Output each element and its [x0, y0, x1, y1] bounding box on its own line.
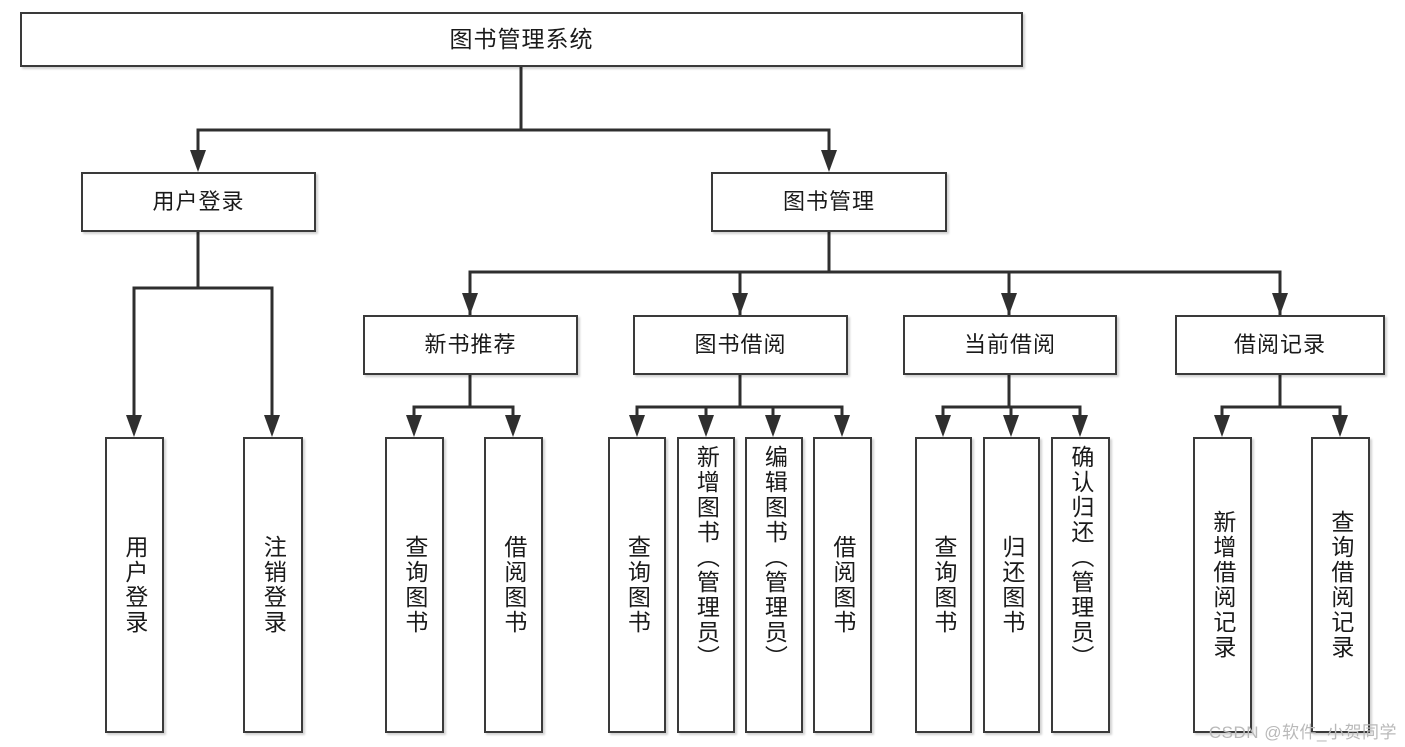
node-current-borrow[interactable]: 当前借阅	[903, 315, 1117, 375]
node-user-login[interactable]: 用户登录	[81, 172, 316, 232]
wire-bb-to-leaf3	[740, 405, 775, 420]
wire-root-to-book-manage	[521, 128, 831, 155]
arrowhead-leaf-add-record	[1214, 415, 1230, 437]
node-leaf-edit-book[interactable]: 编辑图书（管理员）	[745, 437, 803, 733]
wire-nbr-to-leaf1	[412, 375, 472, 420]
arrowhead-leaf-query-book-3	[935, 415, 951, 437]
wire-bb-to-leaf1	[635, 375, 742, 420]
node-leaf-logout[interactable]: 注销登录	[243, 437, 303, 733]
node-new-book-rec[interactable]: 新书推荐	[363, 315, 578, 375]
arrowhead-leaf-logout	[264, 415, 280, 437]
wire-cb-to-leaf1	[941, 375, 1011, 420]
node-leaf-add-book[interactable]: 新增图书（管理员）	[677, 437, 735, 733]
arrowhead-leaf-add-book	[698, 415, 714, 437]
wire-nbr-to-leaf2	[470, 405, 515, 420]
node-root[interactable]: 图书管理系统	[20, 12, 1023, 67]
wire-cb-to-leaf2	[1009, 405, 1013, 420]
arrowhead-borrow-record	[1272, 293, 1288, 315]
wire-root-to-user-login	[196, 67, 523, 155]
arrowhead-leaf-query-book-1	[406, 415, 422, 437]
wire-user-login-to-leaf1	[132, 232, 200, 420]
node-leaf-query-book-1[interactable]: 查询图书	[385, 437, 444, 733]
arrowhead-user-login	[190, 150, 206, 172]
node-leaf-borrow-book-1[interactable]: 借阅图书	[484, 437, 543, 733]
node-leaf-user-login[interactable]: 用户登录	[105, 437, 164, 733]
arrowhead-new-book-rec	[462, 293, 478, 315]
wire-bb-to-leaf4	[740, 405, 844, 420]
wire-cb-to-leaf3	[1009, 405, 1082, 420]
node-leaf-add-record[interactable]: 新增借阅记录	[1193, 437, 1252, 733]
node-leaf-query-record[interactable]: 查询借阅记录	[1311, 437, 1370, 733]
node-leaf-query-book-2[interactable]: 查询图书	[608, 437, 666, 733]
arrowhead-leaf-borrow-book-1	[505, 415, 521, 437]
node-borrow-record[interactable]: 借阅记录	[1175, 315, 1385, 375]
node-leaf-return-book[interactable]: 归还图书	[983, 437, 1040, 733]
arrowhead-leaf-query-book-2	[629, 415, 645, 437]
arrowhead-book-manage	[821, 150, 837, 172]
arrowhead-current-borrow	[1001, 293, 1017, 315]
node-book-borrow[interactable]: 图书借阅	[633, 315, 848, 375]
arrowhead-leaf-confirm-return	[1072, 415, 1088, 437]
wire-bb-to-leaf2	[704, 405, 740, 420]
watermark-text: CSDN @软件_小贺同学	[1208, 723, 1397, 742]
wire-br-to-leaf1	[1220, 375, 1282, 420]
node-book-manage[interactable]: 图书管理	[711, 172, 947, 232]
wire-user-login-to-leaf2	[198, 286, 274, 420]
arrowhead-leaf-return-book	[1003, 415, 1019, 437]
arrowhead-leaf-borrow-book-2	[834, 415, 850, 437]
wire-br-to-leaf2	[1280, 405, 1342, 420]
arrowhead-book-borrow	[732, 293, 748, 315]
arrowhead-leaf-edit-book	[765, 415, 781, 437]
node-leaf-query-book-3[interactable]: 查询图书	[915, 437, 972, 733]
arrowhead-leaf-user-login	[126, 415, 142, 437]
arrowhead-leaf-query-record	[1332, 415, 1348, 437]
node-leaf-confirm-return[interactable]: 确认归还（管理员）	[1051, 437, 1110, 733]
node-leaf-borrow-book-2[interactable]: 借阅图书	[813, 437, 872, 733]
